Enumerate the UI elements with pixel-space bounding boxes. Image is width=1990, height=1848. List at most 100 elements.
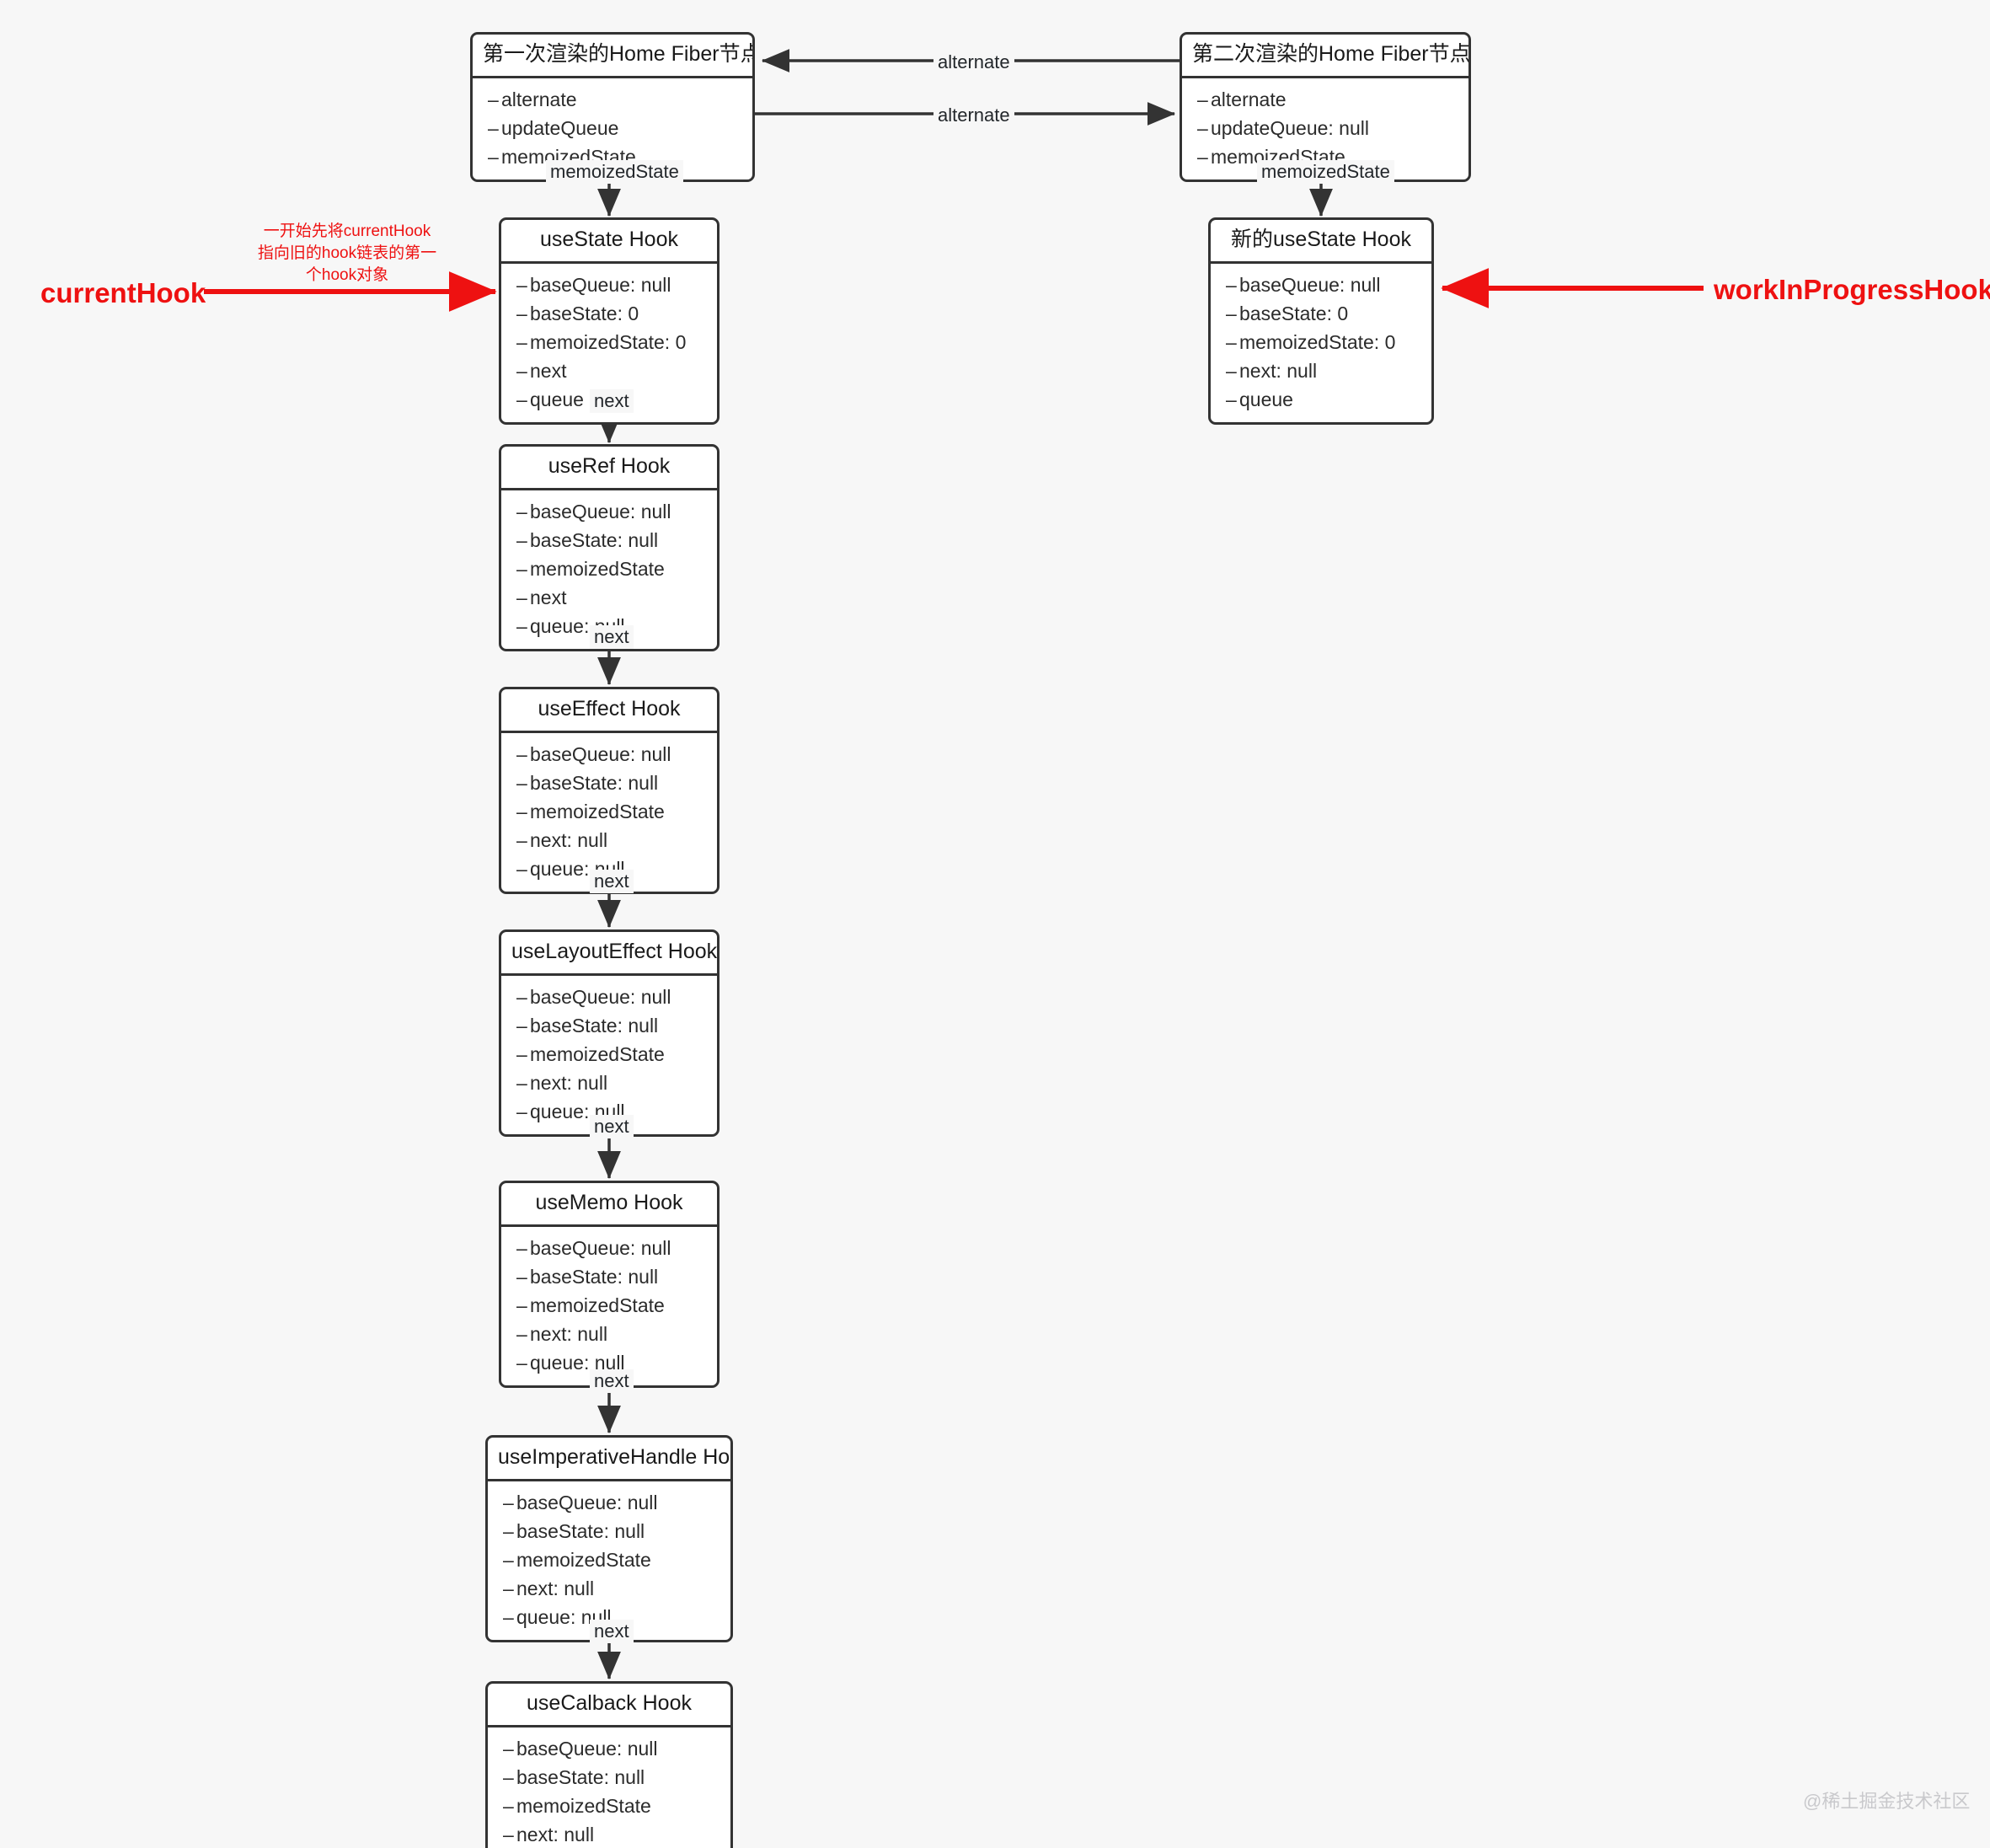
attribute-row: –baseState: null	[501, 526, 717, 554]
hook-node-usestate-title: useState Hook	[501, 220, 717, 264]
hook-node-usecalback-title: useCalback Hook	[488, 1684, 730, 1727]
hook-node-usecalback[interactable]: useCalback Hook –baseQueue: null –baseSt…	[485, 1681, 733, 1848]
attribute-row: –baseQueue: null	[501, 983, 717, 1011]
attribute-row: –memoizedState	[501, 554, 717, 583]
bullet-dash-icon: –	[516, 500, 527, 522]
attribute-row: –memoizedState	[488, 1545, 730, 1574]
fiber-node-second-render[interactable]: 第二次渲染的Home Fiber节点 –alternate –updateQue…	[1180, 32, 1471, 182]
attribute-row: –next: null	[1211, 356, 1431, 385]
bullet-dash-icon: –	[516, 1071, 527, 1094]
hook-node-useref-title: useRef Hook	[501, 447, 717, 490]
watermark: @稀土掘金技术社区	[1803, 1791, 1971, 1812]
attribute-row: –next: null	[501, 1320, 717, 1348]
edge-label-next-6: next	[590, 1620, 634, 1644]
bullet-dash-icon: –	[488, 116, 499, 139]
bullet-dash-icon: –	[1226, 302, 1237, 324]
attribute-row: –queue	[1211, 385, 1431, 414]
attribute-row: –baseState: null	[488, 1517, 730, 1545]
bullet-dash-icon: –	[516, 1042, 527, 1065]
bullet-dash-icon: –	[503, 1765, 514, 1788]
fiber-node-first-render-title: 第一次渲染的Home Fiber节点	[473, 35, 752, 78]
attribute-row: –memoizedState	[501, 1040, 717, 1069]
hook-node-useeffect[interactable]: useEffect Hook –baseQueue: null –baseSta…	[499, 687, 720, 894]
edge-label-next-3: next	[590, 870, 634, 894]
bullet-dash-icon: –	[503, 1519, 514, 1542]
bullet-dash-icon: –	[516, 1294, 527, 1316]
fiber-node-first-render[interactable]: 第一次渲染的Home Fiber节点 –alternate –updateQue…	[470, 32, 755, 182]
bullet-dash-icon: –	[503, 1491, 514, 1513]
attribute-row: –next	[501, 356, 717, 385]
edge-label-memoizedstate-left: memoizedState	[546, 160, 683, 185]
bullet-dash-icon: –	[516, 1236, 527, 1259]
edge-label-next-5: next	[590, 1369, 634, 1394]
bullet-dash-icon: –	[516, 1265, 527, 1288]
bullet-dash-icon: –	[1197, 145, 1208, 168]
bullet-dash-icon: –	[503, 1605, 514, 1628]
hook-node-useeffect-title: useEffect Hook	[501, 689, 717, 733]
fiber-node-second-render-title: 第二次渲染的Home Fiber节点	[1182, 35, 1468, 78]
attribute-row: –next: null	[501, 1069, 717, 1097]
hook-node-usememo-title: useMemo Hook	[501, 1183, 717, 1227]
hook-node-useimperativehandle[interactable]: useImperativeHandle Hook –baseQueue: nul…	[485, 1435, 733, 1642]
bullet-dash-icon: –	[1226, 359, 1237, 382]
attribute-row: –next	[501, 583, 717, 612]
attribute-row: –memoizedState: 0	[1211, 328, 1431, 356]
attribute-row: –updateQueue	[473, 114, 752, 142]
bullet-dash-icon: –	[516, 771, 527, 794]
bullet-dash-icon: –	[516, 800, 527, 822]
attribute-row: –updateQueue: null	[1182, 114, 1468, 142]
bullet-dash-icon: –	[516, 1322, 527, 1345]
bullet-dash-icon: –	[516, 614, 527, 637]
bullet-dash-icon: –	[516, 985, 527, 1008]
bullet-dash-icon: –	[516, 359, 527, 382]
hook-node-useref[interactable]: useRef Hook –baseQueue: null –baseState:…	[499, 444, 720, 651]
hook-node-useeffect-attributes: –baseQueue: null –baseState: null –memoi…	[501, 733, 717, 892]
attribute-row: –baseQueue: null	[488, 1488, 730, 1517]
bullet-dash-icon: –	[1197, 116, 1208, 139]
attribute-row: –baseState: 0	[501, 299, 717, 328]
hook-node-new-usestate-attributes: –baseQueue: null –baseState: 0 –memoized…	[1211, 264, 1431, 422]
attribute-row: –baseQueue: null	[501, 740, 717, 769]
edge-label-next-1: next	[590, 389, 634, 414]
attribute-row: –memoizedState	[501, 1291, 717, 1320]
hook-node-uselayouteffect-title: useLayoutEffect Hook	[501, 932, 717, 976]
attribute-row: –memoizedState	[501, 797, 717, 826]
hook-node-uselayouteffect[interactable]: useLayoutEffect Hook –baseQueue: null –b…	[499, 929, 720, 1137]
attribute-row: –baseQueue: null	[488, 1734, 730, 1763]
attribute-row: –next: null	[488, 1574, 730, 1603]
bullet-dash-icon: –	[503, 1737, 514, 1760]
hook-node-uselayouteffect-attributes: –baseQueue: null –baseState: null –memoi…	[501, 976, 717, 1134]
attribute-row: –next: null	[501, 826, 717, 854]
hook-node-usecalback-attributes: –baseQueue: null –baseState: null –memoi…	[488, 1727, 730, 1848]
bullet-dash-icon: –	[503, 1794, 514, 1817]
attribute-row: –baseState: null	[501, 1262, 717, 1291]
bullet-dash-icon: –	[1226, 388, 1237, 410]
label-workinprogresshook: workInProgressHook	[1714, 274, 1990, 305]
attribute-row: –memoizedState: 0	[501, 328, 717, 356]
bullet-dash-icon: –	[516, 1014, 527, 1036]
hook-node-useimperativehandle-attributes: –baseQueue: null –baseState: null –memoi…	[488, 1481, 730, 1640]
bullet-dash-icon: –	[516, 557, 527, 580]
edge-label-alternate-top: alternate	[933, 51, 1014, 75]
bullet-dash-icon: –	[488, 88, 499, 110]
hook-node-usememo[interactable]: useMemo Hook –baseQueue: null –baseState…	[499, 1181, 720, 1388]
bullet-dash-icon: –	[516, 857, 527, 880]
bullet-dash-icon: –	[503, 1823, 514, 1845]
edge-label-next-4: next	[590, 1115, 634, 1139]
bullet-dash-icon: –	[503, 1548, 514, 1571]
bullet-dash-icon: –	[516, 742, 527, 765]
hook-node-usememo-attributes: –baseQueue: null –baseState: null –memoi…	[501, 1227, 717, 1385]
attribute-row: –baseQueue: null	[501, 1234, 717, 1262]
bullet-dash-icon: –	[516, 1351, 527, 1374]
bullet-dash-icon: –	[516, 528, 527, 551]
edge-label-memoizedstate-right: memoizedState	[1257, 160, 1394, 185]
attribute-row: –next: null	[488, 1820, 730, 1848]
hook-node-new-usestate[interactable]: 新的useState Hook –baseQueue: null –baseSt…	[1208, 217, 1434, 425]
edge-label-alternate-bottom: alternate	[933, 104, 1014, 128]
attribute-row: –baseState: null	[488, 1763, 730, 1792]
attribute-row: –baseQueue: null	[1211, 271, 1431, 299]
attribute-row: –baseState: 0	[1211, 299, 1431, 328]
attribute-row: –baseState: null	[501, 1011, 717, 1040]
hook-node-usestate[interactable]: useState Hook –baseQueue: null –baseStat…	[499, 217, 720, 425]
